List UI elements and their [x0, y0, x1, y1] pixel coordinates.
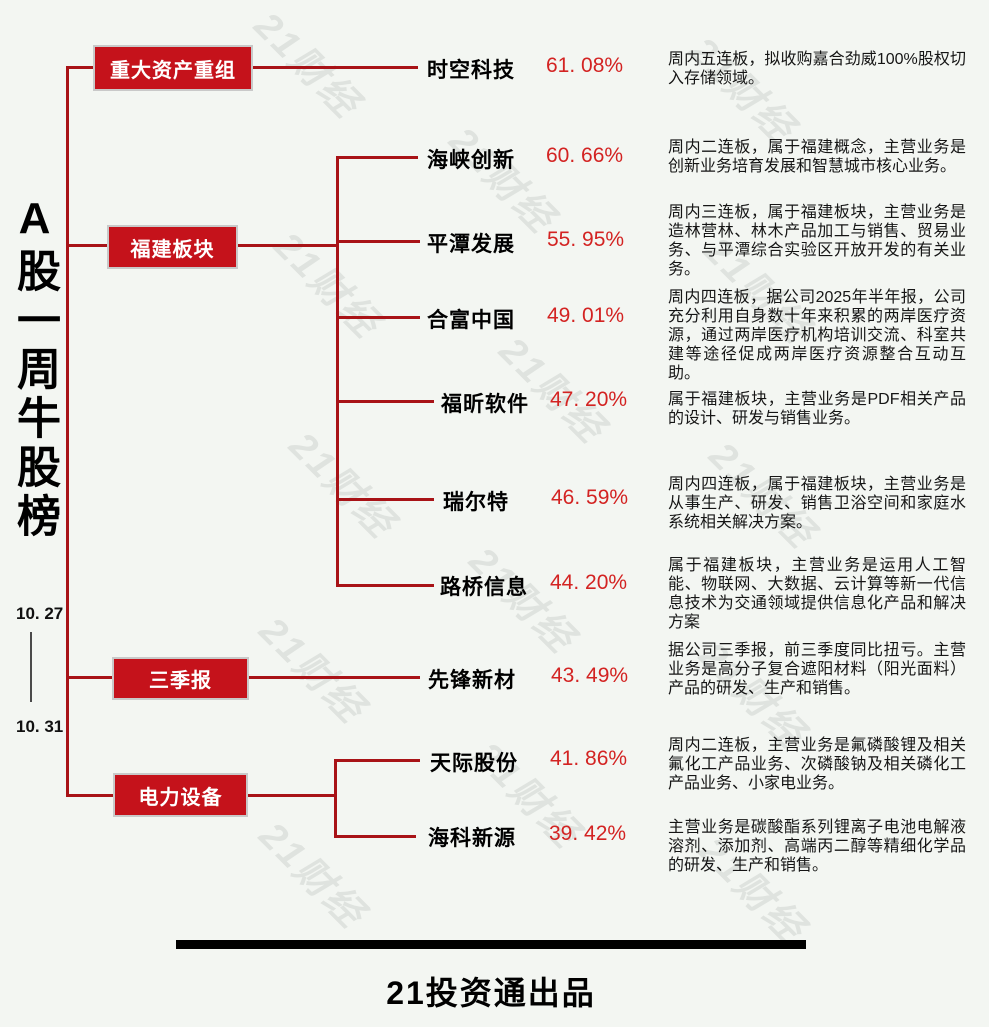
watermark: 21财经	[266, 224, 388, 347]
stock-change: 41. 86%	[550, 747, 628, 770]
category-box-power-equipment: 电力设备	[113, 773, 248, 817]
stock-name: 瑞尔特	[443, 491, 509, 514]
branch-line-stock10	[334, 835, 416, 838]
stock-change: 39. 42%	[549, 822, 627, 845]
date-range-line	[30, 632, 32, 702]
page-title: A股一周牛股榜	[10, 194, 59, 542]
watermark: 21财经	[441, 119, 563, 242]
stock-change: 55. 95%	[547, 228, 625, 251]
branch-line-stock2	[336, 156, 418, 159]
power-subtree-line	[334, 759, 337, 838]
trunk-line	[66, 66, 69, 797]
stock-name: 平潭发展	[427, 233, 515, 256]
stock-change: 47. 20%	[550, 388, 628, 411]
branch-line-stock3	[336, 240, 420, 243]
stock-name: 合富中国	[427, 309, 515, 332]
stock-description: 主营业务是碳酸酯系列锂离子电池电解液溶剂、添加剂、高端丙二醇等精细化学品的研发、…	[668, 819, 966, 874]
stock-name: 时空科技	[427, 59, 515, 82]
footer-bar	[176, 940, 806, 949]
stock-description: 周内三连板，属于福建板块，主营业务是造林营林、林木产品加工与销售、贸易业务、与平…	[668, 204, 966, 278]
branch-line-cat1-left	[66, 66, 93, 69]
stock-description: 周内五连板，拟收购嘉合劲威100%股权切入存储领域。	[668, 51, 966, 87]
stock-name: 海科新源	[428, 827, 516, 850]
stock-description: 周内四连板，据公司2025年半年报，公司充分利用自身数十年来积累的两岸医疗资源，…	[668, 289, 966, 382]
watermark: 21财经	[251, 609, 373, 732]
branch-line-stock6	[336, 498, 434, 501]
stock-change: 60. 66%	[546, 144, 624, 167]
stock-name: 先锋新材	[428, 669, 516, 692]
watermark: 21财经	[281, 424, 403, 547]
stock-description: 周内二连板，主营业务是氟磷酸锂及相关氟化工产品业务、次磷酸钠及相关磷化工产品业务…	[668, 737, 966, 792]
branch-line-cat3-right	[249, 676, 420, 679]
fujian-subtree-line	[336, 156, 339, 587]
branch-line-cat3-left	[66, 676, 112, 679]
stock-description: 周内二连板，属于福建概念，主营业务是创新业务培育发展和智慧城市核心业务。	[668, 139, 966, 175]
branch-line-cat1-right	[253, 66, 418, 69]
branch-line-stock4	[336, 316, 420, 319]
stock-change: 46. 59%	[551, 486, 629, 509]
category-box-major-asset-restructuring: 重大资产重组	[93, 45, 253, 91]
stock-change: 43. 49%	[551, 664, 629, 687]
branch-line-stock5	[336, 400, 434, 403]
footer-brand: 21投资通出品	[386, 975, 596, 1011]
stock-description: 属于福建板块，主营业务是PDF相关产品的设计、研发与销售业务。	[668, 391, 966, 427]
stock-name: 海峡创新	[427, 149, 515, 172]
stock-description: 属于福建板块，主营业务是运用人工智能、物联网、大数据、云计算等新一代信息技术为交…	[668, 557, 966, 631]
branch-line-cat4-left	[66, 794, 113, 797]
date-end: 10. 31	[16, 717, 64, 736]
category-box-fujian-sector: 福建板块	[107, 225, 238, 269]
stock-name: 路桥信息	[440, 576, 528, 599]
stock-description: 据公司三季报，前三季度同比扭亏。主营业务是高分子复合遮阳材料（阳光面料）产品的研…	[668, 642, 966, 697]
stock-change: 49. 01%	[547, 304, 625, 327]
date-start: 10. 27	[16, 604, 64, 623]
branch-line-stock9	[334, 759, 420, 762]
stock-change: 44. 20%	[550, 571, 628, 594]
category-box-q3-report: 三季报	[112, 657, 249, 700]
branch-line-cat2-right	[238, 244, 339, 247]
stock-name: 天际股份	[430, 752, 518, 775]
stock-change: 61. 08%	[546, 54, 624, 77]
stock-name: 福昕软件	[441, 393, 529, 416]
branch-line-stock7	[336, 584, 434, 587]
watermark: 21财经	[246, 4, 368, 127]
stock-description: 周内四连板，属于福建板块，主营业务是从事生产、研发、销售卫浴空间和家庭水系统相关…	[668, 476, 966, 531]
branch-line-cat4-right	[248, 794, 335, 797]
branch-line-cat2-left	[66, 244, 107, 247]
watermark: 21财经	[251, 814, 373, 937]
